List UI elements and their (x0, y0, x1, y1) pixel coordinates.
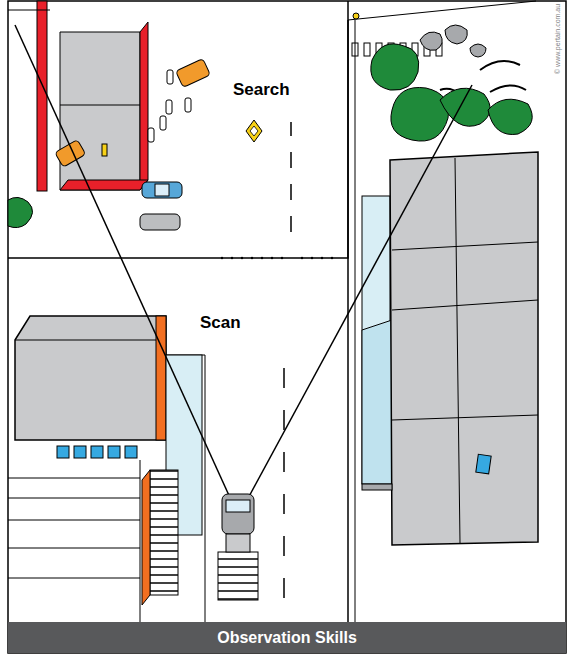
caption-text: Observation Skills (217, 629, 357, 647)
scan-label: Scan (200, 313, 241, 333)
caption-band: Observation Skills (8, 622, 566, 653)
search-label: Search (233, 80, 290, 100)
watermark: © www.pertain.com.au (554, 4, 561, 74)
